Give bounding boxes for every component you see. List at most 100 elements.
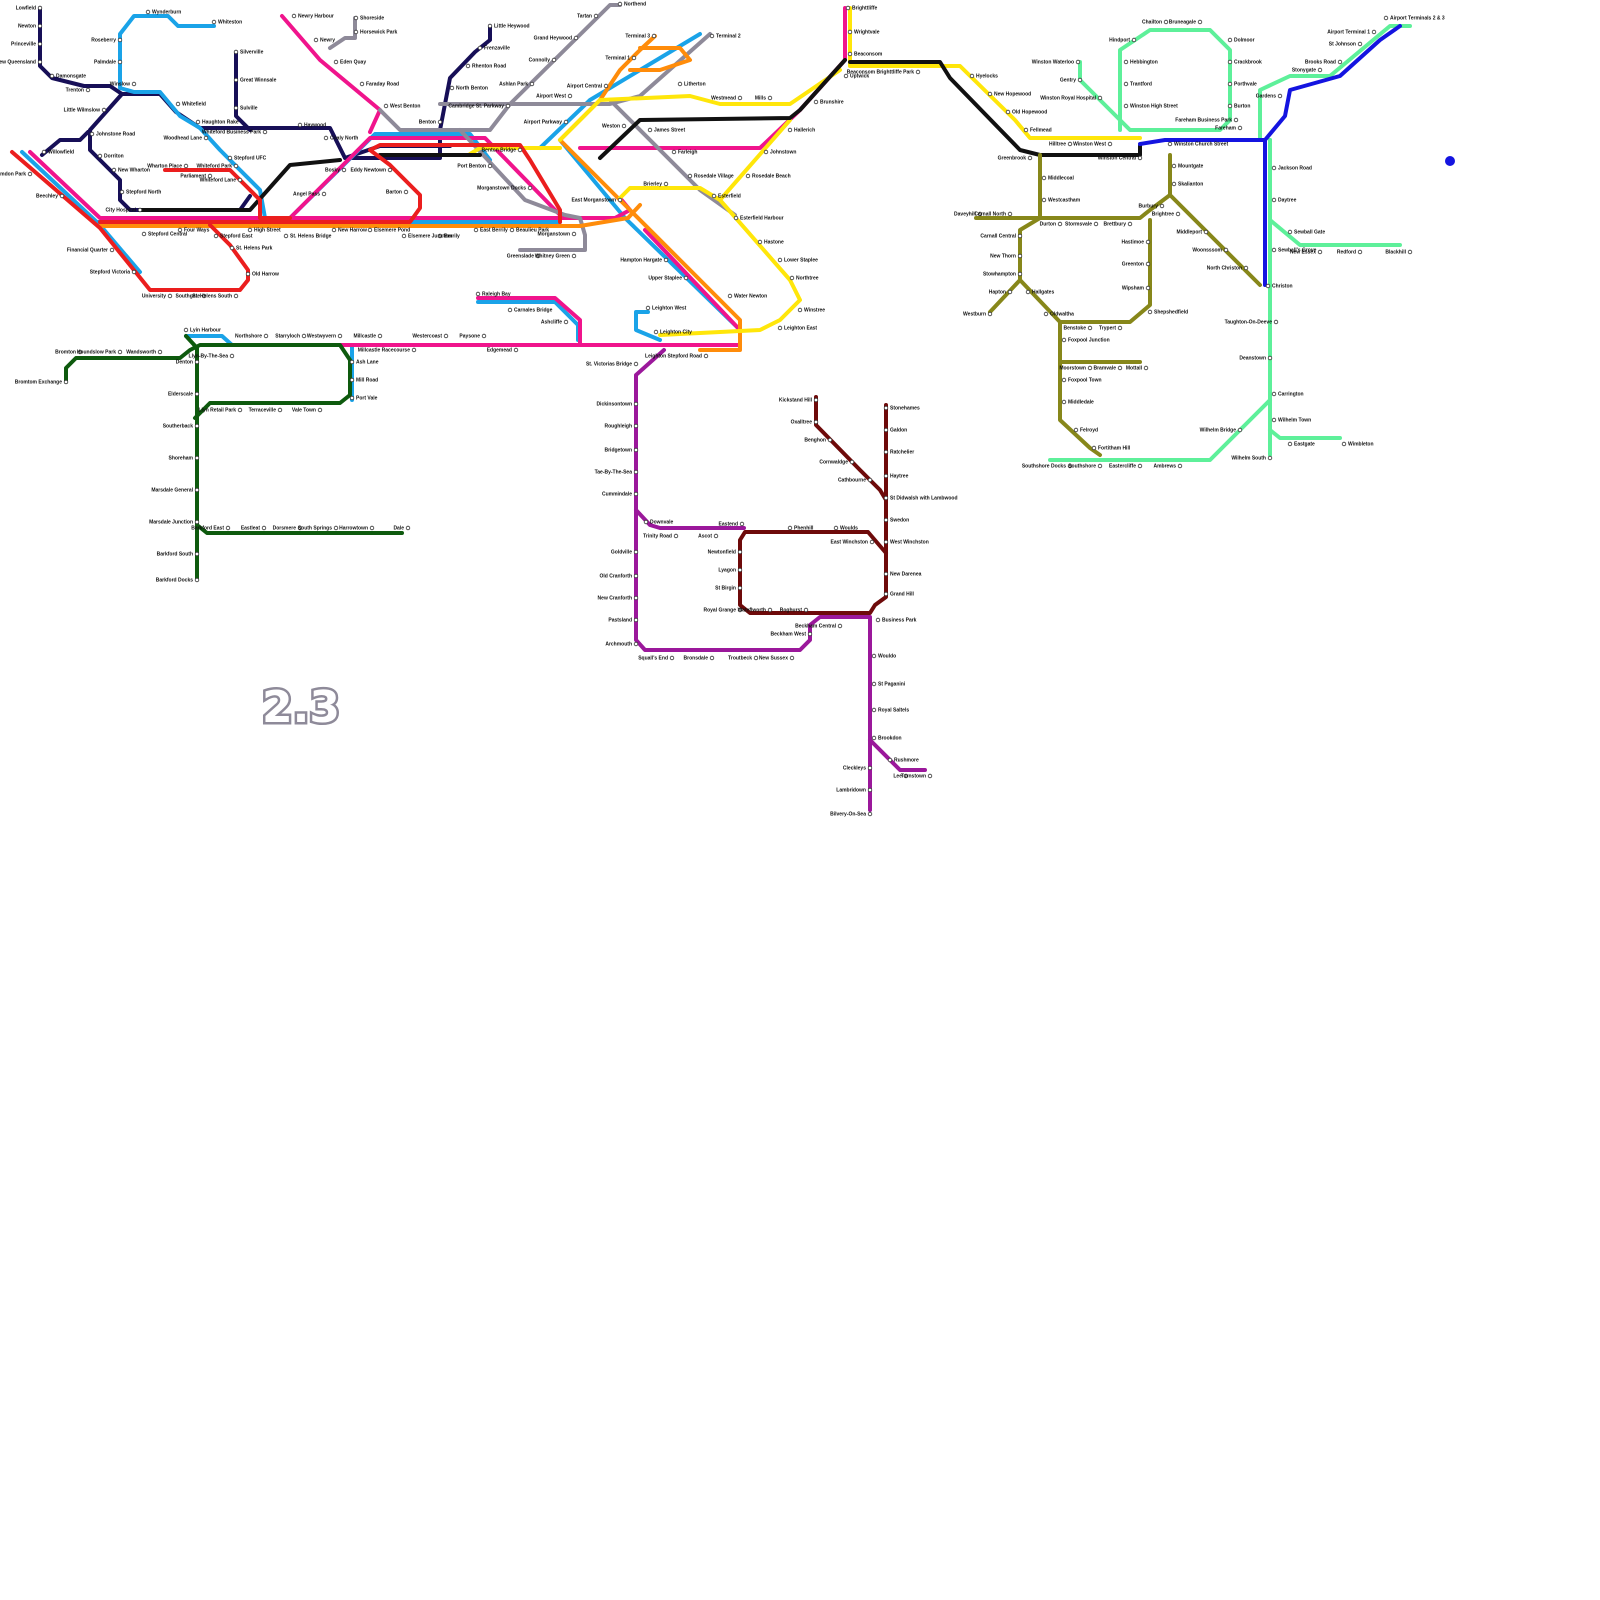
station-millcastle-racecourse-marker[interactable] — [411, 347, 417, 353]
station-grand-heywood-marker[interactable] — [573, 35, 579, 41]
station-millcastle-marker[interactable] — [377, 333, 383, 339]
station-eastend-marker[interactable] — [739, 521, 745, 527]
station-cambridge-st-parkway-marker[interactable] — [505, 103, 511, 109]
station-west-winchston-marker[interactable] — [883, 539, 889, 545]
station-damonsgate-marker[interactable] — [49, 73, 55, 79]
station-llyn-by-the-sea-marker[interactable] — [229, 353, 235, 359]
station-wateflworth-marker[interactable] — [767, 607, 773, 613]
station-st-helens-bridge-marker[interactable] — [283, 233, 289, 239]
station-new-essex-marker[interactable] — [1317, 249, 1323, 255]
station-hampton-hargate-marker[interactable] — [663, 257, 669, 263]
station-shoreham-marker[interactable] — [194, 455, 200, 461]
station-port-vale-marker[interactable] — [349, 395, 355, 401]
station-st-didwalsh-with-lambwood-marker[interactable] — [883, 495, 889, 501]
station-westercoast-marker[interactable] — [443, 333, 449, 339]
station-old-harrow-marker[interactable] — [245, 271, 251, 277]
station-mottall-marker[interactable] — [1143, 365, 1149, 371]
station-dale-marker[interactable] — [405, 525, 411, 531]
station-turnstown-marker[interactable] — [927, 773, 933, 779]
station-terminal-1-marker[interactable] — [631, 55, 637, 61]
station-faraday-road-marker[interactable] — [359, 81, 365, 87]
station-daveyhill-marker[interactable] — [977, 211, 983, 217]
station-upper-staplee-marker[interactable] — [683, 275, 689, 281]
station-beaulieu-park-marker[interactable] — [509, 227, 515, 233]
station-bromtom-exchange-marker[interactable] — [63, 379, 69, 385]
station-winston-royal-hospital-marker[interactable] — [1097, 95, 1103, 101]
station-hallgates-marker[interactable] — [1025, 289, 1031, 295]
station-eastercliffe-marker[interactable] — [1137, 463, 1143, 469]
station-downvale-marker[interactable] — [643, 519, 649, 525]
station-barton-marker[interactable] — [403, 189, 409, 195]
station-swedon-marker[interactable] — [883, 517, 889, 523]
station-wouldo-marker[interactable] — [871, 653, 877, 659]
station-fareham-business-park-marker[interactable] — [1233, 117, 1239, 123]
station-hapton-marker[interactable] — [1007, 289, 1013, 295]
station-berrily-marker[interactable] — [437, 233, 443, 239]
station-st-victorias-bridge-marker[interactable] — [633, 361, 639, 367]
station-kickstand-hill-marker[interactable] — [813, 397, 819, 403]
station-st-paganini-marker[interactable] — [871, 681, 877, 687]
station-brunshire-marker[interactable] — [813, 99, 819, 105]
station-winston-church-street-marker[interactable] — [1167, 141, 1173, 147]
station-hemdon-park-marker[interactable] — [27, 171, 33, 177]
station-archmouth-marker[interactable] — [633, 641, 639, 647]
station-bromton-marker[interactable] — [77, 349, 83, 355]
station-st-johnson-marker[interactable] — [1357, 41, 1363, 47]
station-lambridown-marker[interactable] — [867, 787, 873, 793]
station-bruneagale-marker[interactable] — [1197, 19, 1203, 25]
station-royal-saltels-marker[interactable] — [871, 707, 877, 713]
station-winston-central-marker[interactable] — [1137, 155, 1143, 161]
station-little-heywood-marker[interactable] — [487, 23, 493, 29]
station-new-darenea-marker[interactable] — [883, 571, 889, 577]
station-leighton-stepford-road-marker[interactable] — [703, 353, 709, 359]
station-horsewick-park-marker[interactable] — [353, 29, 359, 35]
station-westburn-marker[interactable] — [987, 311, 993, 317]
station-middleport-marker[interactable] — [1203, 229, 1209, 235]
station-stepford-victoria-marker[interactable] — [131, 269, 137, 275]
station-northtree-marker[interactable] — [789, 275, 795, 281]
station-little-wilmslow-marker[interactable] — [101, 107, 107, 113]
station-dorsmere-marker[interactable] — [297, 525, 303, 531]
station-newton-marker[interactable] — [37, 23, 43, 29]
station-stowhampton-marker[interactable] — [1017, 271, 1023, 277]
station-southshore-docks-marker[interactable] — [1067, 463, 1073, 469]
station-jackson-road-marker[interactable] — [1271, 165, 1277, 171]
station-dolmoor-marker[interactable] — [1227, 37, 1233, 43]
station-trenton-marker[interactable] — [85, 87, 91, 93]
station-old-hopewood-marker[interactable] — [1005, 109, 1011, 115]
station-wandsworth-marker[interactable] — [157, 349, 163, 355]
station-airport-terminals-2-3-marker[interactable] — [1383, 15, 1389, 21]
station-airport-west-marker[interactable] — [567, 93, 573, 99]
station-stepford-ufc-marker[interactable] — [227, 155, 233, 161]
station-beaconsom-marker[interactable] — [847, 51, 853, 57]
station-greenslade-marker[interactable] — [535, 253, 541, 259]
station-taughton-on-deeve-marker[interactable] — [1273, 319, 1279, 325]
station-galdon-marker[interactable] — [883, 427, 889, 433]
station-newry-marker[interactable] — [313, 37, 319, 43]
station-high-street-marker[interactable] — [247, 227, 253, 233]
station-wilhelm-town-marker[interactable] — [1271, 417, 1277, 423]
station-barkford-east-marker[interactable] — [225, 525, 231, 531]
station-redford-marker[interactable] — [1357, 249, 1363, 255]
station-crackbrook-marker[interactable] — [1227, 59, 1233, 65]
station-chailton-marker[interactable] — [1163, 19, 1169, 25]
station-stepford-north-marker[interactable] — [119, 189, 125, 195]
station-carrington-marker[interactable] — [1271, 391, 1277, 397]
station-moorstown-marker[interactable] — [1087, 365, 1093, 371]
station-stepford-east-marker[interactable] — [213, 233, 219, 239]
station-elderscale-marker[interactable] — [194, 391, 200, 397]
station-university-marker[interactable] — [167, 293, 173, 299]
station-roughleigh-marker[interactable] — [633, 423, 639, 429]
station-eastleat-marker[interactable] — [261, 525, 267, 531]
station-vale-town-marker[interactable] — [317, 407, 323, 413]
station-rosedale-beach-marker[interactable] — [745, 173, 751, 179]
station-winston-waterloo-marker[interactable] — [1075, 59, 1081, 65]
location-marker-dot[interactable] — [1445, 156, 1455, 166]
station-new-wharton-marker[interactable] — [111, 167, 117, 173]
station-morganstown-docks-marker[interactable] — [527, 185, 533, 191]
station-ashcliffe-marker[interactable] — [563, 319, 569, 325]
station-new-hopewood-marker[interactable] — [987, 91, 993, 97]
station-brookdon-marker[interactable] — [871, 735, 877, 741]
station-bramvale-marker[interactable] — [1117, 365, 1123, 371]
station-west-benton-marker[interactable] — [383, 103, 389, 109]
